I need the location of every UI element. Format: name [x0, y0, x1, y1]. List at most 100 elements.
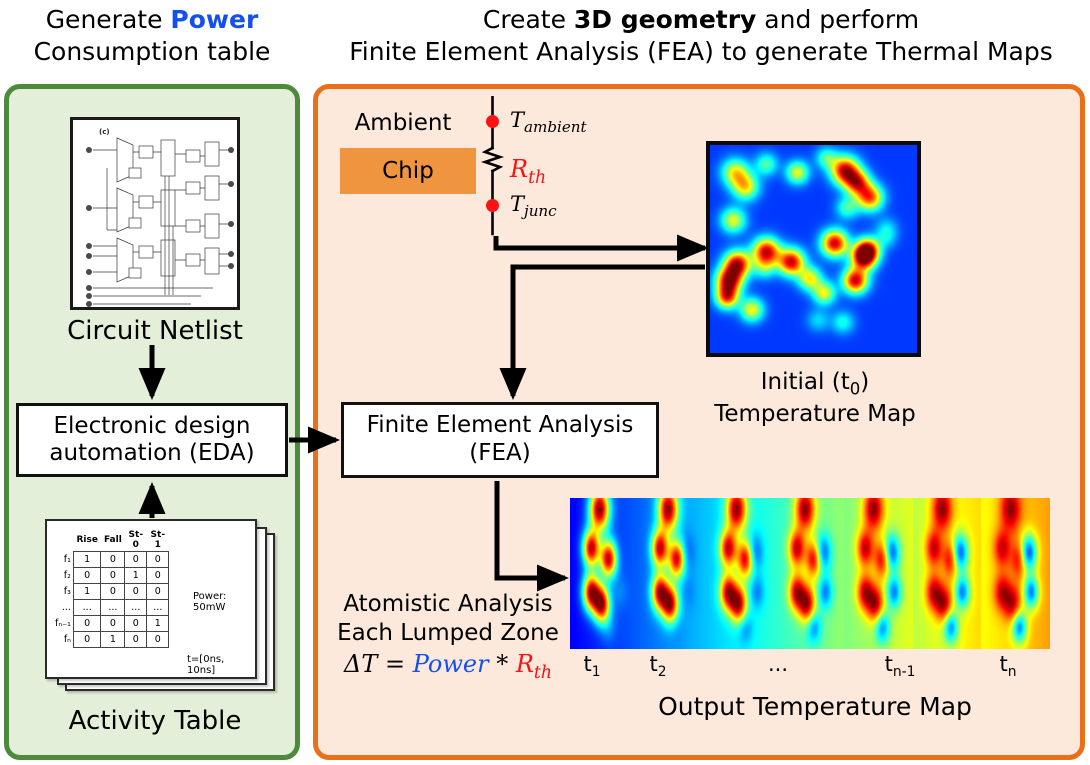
- svg-text:(c): (c): [99, 128, 110, 136]
- title-right-emphasis-geometry: 3D geometry: [573, 5, 757, 34]
- t-ambient-node-dot: [486, 115, 499, 128]
- cell: 1: [146, 615, 170, 632]
- tick-sub: 1: [591, 664, 601, 681]
- eda-line1: Electronic design: [53, 412, 251, 439]
- table-row: fₙ 0 1 0 0: [55, 631, 170, 648]
- initial-temperature-map: [706, 141, 921, 357]
- chip-block: Chip: [340, 148, 476, 194]
- fea-line1: Finite Element Analysis: [366, 412, 634, 439]
- title-right-line2: Finite Element Analysis (FEA) to generat…: [349, 37, 1053, 66]
- cell: 0: [124, 551, 148, 568]
- row-label: f₁: [63, 554, 71, 565]
- cell: 1: [124, 567, 148, 584]
- title-left-line2: Consumption table: [33, 37, 271, 66]
- row-label: fₙ₋₁: [55, 618, 71, 629]
- time-tick-tn-1: tn-1: [885, 652, 916, 680]
- tick-sub: 2: [657, 664, 667, 681]
- formula-power-term: Power: [412, 649, 489, 678]
- atomistic-line2: Each Lumped Zone: [337, 619, 559, 646]
- cell: 0: [100, 583, 126, 600]
- circuit-schematic-icon: (c): [73, 120, 237, 307]
- cell: 1: [100, 631, 126, 648]
- tick-sub: n-1: [892, 664, 916, 681]
- title-right-line1-suffix: and perform: [756, 5, 920, 34]
- cell: 0: [124, 583, 148, 600]
- row-label: ...: [61, 602, 71, 613]
- initial-temperature-map-canvas: [710, 145, 917, 353]
- cell: 0: [146, 567, 170, 584]
- cell: 0: [72, 631, 102, 648]
- initial-map-line2: Temperature Map: [714, 401, 916, 428]
- cell: 0: [100, 551, 126, 568]
- col-fall: Fall: [103, 535, 122, 545]
- cell: 0: [146, 583, 170, 600]
- col-st0: St-0: [128, 530, 144, 550]
- cell: 1: [72, 583, 102, 600]
- tick-sub: n: [1007, 664, 1017, 681]
- tick-main: t: [999, 652, 1008, 676]
- circuit-netlist-image: (c): [70, 117, 240, 310]
- time-window-note: t=[0ns, 10ns]: [187, 654, 225, 676]
- title-left-line1-prefix: Generate: [45, 5, 171, 34]
- title-right-line1: Create 3D geometry and perform: [483, 5, 919, 34]
- activity-table: Rise Fall St-0 St-1 f₁ 1 0 0 0: [55, 529, 170, 648]
- formula-rth-subscript: th: [533, 662, 552, 683]
- t-ambient-subscript: ambient: [524, 118, 587, 137]
- col-rise: Rise: [76, 535, 98, 545]
- atomistic-analysis-note: Atomistic Analysis Each Lumped Zone ΔT =…: [328, 590, 568, 685]
- formula-lhs: ΔT =: [344, 649, 413, 678]
- eda-line2: automation (EDA): [49, 440, 255, 466]
- power-note: Power: 50mW: [193, 591, 227, 613]
- output-map-time-axis: t1 t2 ... tn-1 tn: [570, 652, 1050, 680]
- cell: 0: [72, 615, 102, 632]
- initial-temperature-map-label: Initial (t0) Temperature Map: [690, 368, 940, 429]
- delta-t-formula: ΔT = Power * Rth: [328, 649, 568, 685]
- cell: 0: [146, 631, 170, 648]
- t-junc-node-dot: [486, 199, 499, 212]
- cell: 0: [72, 567, 102, 584]
- ambient-label: Ambient: [354, 110, 452, 136]
- initial-map-suffix: ): [860, 369, 870, 395]
- formula-rth-symbol: R: [515, 649, 534, 678]
- time-tick-t2: t2: [649, 652, 666, 680]
- cell: 0: [124, 631, 148, 648]
- table-header-row: Rise Fall St-0 St-1: [55, 529, 169, 552]
- table-row: f₃ 1 0 0 0: [55, 583, 170, 600]
- output-temperature-map-canvas: [570, 498, 1050, 649]
- cell: 0: [100, 615, 126, 632]
- thermal-resistance-network: [478, 94, 518, 236]
- t-junc-symbol: T: [510, 192, 525, 216]
- tick-main: t: [583, 652, 592, 676]
- r-th-symbol: R: [510, 155, 529, 183]
- row-label: f₂: [63, 570, 71, 581]
- table-row: f₂ 0 0 1 0: [55, 567, 170, 584]
- tick-main: t: [884, 652, 893, 676]
- fea-box[interactable]: Finite Element Analysis (FEA): [341, 402, 659, 478]
- row-label: f₃: [63, 586, 71, 597]
- title-right-line1-prefix: Create: [482, 5, 574, 34]
- right-panel-title: Create 3D geometry and perform Finite El…: [315, 4, 1087, 68]
- cell: ...: [146, 599, 170, 616]
- cell: ...: [100, 599, 126, 616]
- cell: 0: [124, 615, 148, 632]
- activity-table-label: Activity Table: [68, 706, 242, 736]
- chip-label: Chip: [382, 158, 434, 184]
- cell: 1: [72, 551, 102, 568]
- title-left-line1: Generate Power: [46, 5, 259, 34]
- output-temperature-map-strip: [570, 498, 1050, 649]
- output-temperature-map-label: Output Temperature Map: [658, 692, 972, 721]
- formula-operator: *: [488, 649, 516, 678]
- cell: 0: [100, 567, 126, 584]
- table-row: f₁ 1 0 0 0: [55, 551, 170, 568]
- initial-map-prefix: Initial (t: [760, 369, 850, 395]
- formula-rth-term: Rth: [515, 649, 552, 683]
- table-corner-cell: [55, 529, 73, 552]
- tick-main: ...: [767, 652, 789, 676]
- r-th-subscript: th: [528, 167, 547, 188]
- row-label: fₙ: [63, 634, 71, 645]
- time-tick-t1: t1: [583, 652, 600, 680]
- cell: ...: [72, 599, 102, 616]
- fea-line2: (FEA): [469, 440, 531, 466]
- eda-box[interactable]: Electronic design automation (EDA): [16, 403, 288, 477]
